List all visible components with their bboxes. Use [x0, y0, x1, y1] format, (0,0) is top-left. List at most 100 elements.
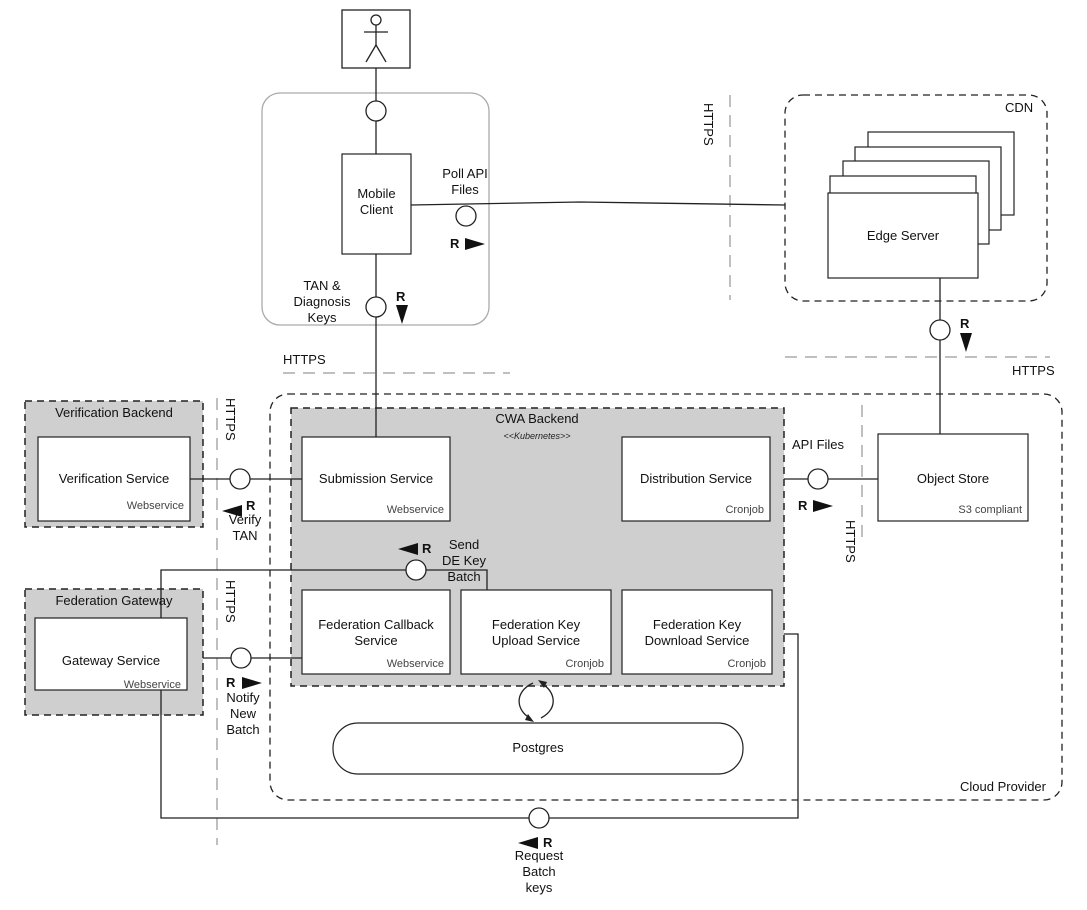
read-marker-send: R: [422, 541, 432, 556]
component-boxes: [34, 131, 1029, 775]
notify-new-batch-line3: Batch: [226, 722, 260, 737]
federation-key-download-service-type: Cronjob: [727, 658, 766, 670]
distribution-service-box: [621, 436, 771, 522]
verification-backend-label: Verification Backend: [55, 405, 173, 420]
loop-arrowhead-up: [538, 680, 547, 688]
send-de-key-batch-label: Send DE Key Batch: [430, 537, 498, 585]
notify-new-batch-line2: New: [229, 706, 256, 721]
read-marker-poll: R: [450, 236, 460, 251]
verify-tan-line2: TAN: [232, 528, 258, 543]
distribution-service-type: Cronjob: [725, 504, 764, 516]
edge-server-label: Edge Server: [866, 228, 940, 243]
poll-api-files-label: Poll API Files: [428, 166, 502, 198]
cdn-region: [784, 94, 1048, 302]
verify-tan-line1: Verify: [228, 512, 262, 527]
arrow-right-notify: [242, 677, 262, 689]
notify-new-batch-line1: Notify: [226, 690, 260, 705]
arrow-down-tan: [396, 305, 408, 324]
api-files-label: API Files: [792, 437, 845, 452]
gateway-service-box: [34, 617, 188, 691]
mobile-client-label: Mobile Client: [342, 186, 411, 218]
cdn-object-store-interface: [929, 319, 951, 341]
mobile-client-label-line1: Mobile: [357, 186, 396, 201]
request-batch-keys-line1: Request: [514, 848, 564, 863]
loop-arrowhead-down: [525, 714, 534, 722]
arrow-right-api-files: [813, 500, 833, 512]
cloud-provider-region: [269, 393, 1063, 801]
verification-service-box: [37, 436, 191, 522]
cwa-backend-label: CWA Backend: [495, 411, 579, 426]
send-batch-interface: [405, 559, 427, 581]
postgres-label: Postgres: [512, 740, 564, 755]
arrow-left-send: [398, 543, 418, 555]
federation-key-upload-label-line2: Upload Service: [491, 633, 581, 648]
federation-callback-service-box: [301, 589, 451, 675]
connection-lines: [160, 68, 941, 819]
read-marker-request: R: [543, 835, 553, 850]
https-label-object-store: HTTPS: [843, 520, 858, 563]
postgres-box: [332, 722, 744, 775]
send-de-key-batch-line2: DE Key: [441, 553, 487, 568]
arrow-left-request: [518, 837, 538, 849]
request-batch-keys-line2: Batch: [522, 864, 556, 879]
arrow-left-verify: [222, 505, 242, 517]
mobile-client-box: [341, 153, 412, 255]
poll-api-interface: [455, 205, 477, 227]
submission-service-label: Submission Service: [318, 471, 434, 486]
arrow-down-cdn: [960, 333, 972, 352]
object-store-type: S3 compliant: [958, 504, 1022, 516]
https-label-federation: HTTPS: [223, 580, 238, 623]
actor-interface: [365, 100, 387, 122]
federation-key-upload-service-box: [460, 589, 612, 675]
request-keys-interface: [528, 807, 550, 829]
tan-interface: [365, 296, 387, 318]
verify-tan-label: Verify TAN: [220, 512, 270, 544]
federation-key-download-label-line2: Download Service: [644, 633, 750, 648]
arrow-right-poll: [465, 238, 485, 250]
request-batch-keys-line3: keys: [525, 880, 553, 895]
gateway-service-type: Webservice: [123, 679, 181, 691]
federation-key-download-service-label: Federation Key Download Service: [622, 617, 772, 649]
federation-key-download-service-box: [621, 589, 773, 675]
object-store-box: [877, 433, 1029, 522]
cloud-provider-label: Cloud Provider: [960, 779, 1046, 794]
verify-tan-interface: [229, 468, 251, 490]
notify-new-batch-label: Notify New Batch: [218, 690, 268, 738]
request-batch-keys-label: Request Batch keys: [505, 848, 573, 896]
federation-key-upload-service-label: Federation Key Upload Service: [461, 617, 611, 649]
federation-callback-service-type: Webservice: [386, 658, 444, 670]
federation-key-upload-label-line1: Federation Key: [491, 617, 581, 632]
poll-api-files-line2: Files: [451, 182, 479, 197]
mobile-client-label-line2: Client: [359, 202, 394, 217]
object-store-label: Object Store: [916, 471, 990, 486]
poll-api-files-line1: Poll API: [442, 166, 488, 181]
read-marker-verify: R: [246, 498, 256, 513]
cdn-label: CDN: [1005, 100, 1034, 115]
read-marker-notify: R: [226, 675, 236, 690]
gateway-service-label: Gateway Service: [61, 653, 161, 668]
read-marker-tan: R: [396, 289, 406, 304]
notify-interface: [230, 647, 252, 669]
federation-key-download-label-line1: Federation Key: [652, 617, 742, 632]
user-actor-icon: [364, 14, 388, 63]
https-boundaries: [216, 95, 1050, 845]
tan-diagnosis-keys-line2: Diagnosis: [293, 294, 351, 309]
verification-service-label: Verification Service: [58, 471, 170, 486]
federation-gateway-label: Federation Gateway: [55, 593, 173, 608]
api-files-interface: [807, 468, 829, 490]
submission-service-type: Webservice: [386, 504, 444, 516]
verification-service-type: Webservice: [126, 500, 184, 512]
direction-arrows: [222, 238, 972, 849]
federation-callback-label-line2: Service: [354, 633, 398, 648]
postgres-loop-arrows: [518, 682, 554, 719]
https-label-cdn-mobile: HTTPS: [701, 103, 716, 146]
send-de-key-batch-line3: Batch: [447, 569, 481, 584]
https-label-mobile-backend: HTTPS: [283, 352, 326, 367]
interface-circles: [229, 100, 951, 829]
tan-diagnosis-keys-line3: Keys: [307, 310, 337, 325]
tan-diagnosis-keys-label: TAN & Diagnosis Keys: [282, 278, 362, 326]
tan-diagnosis-keys-line1: TAN &: [303, 278, 341, 293]
submission-service-box: [301, 436, 451, 522]
read-marker-api-files: R: [798, 498, 808, 513]
